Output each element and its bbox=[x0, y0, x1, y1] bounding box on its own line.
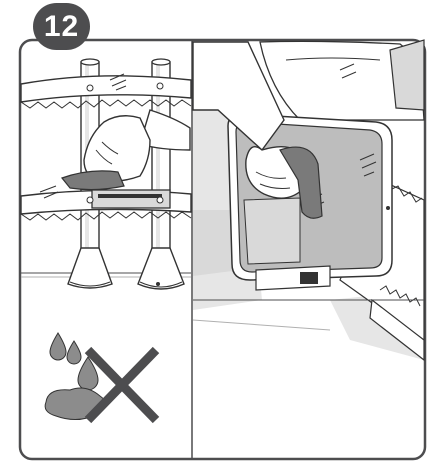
cover-panel bbox=[243, 197, 301, 265]
cloth-icon bbox=[279, 146, 323, 219]
left-panel bbox=[20, 58, 192, 424]
step-number-badge: 12 bbox=[33, 3, 90, 50]
cloth-icon bbox=[61, 170, 125, 191]
no-liquid-cross-icon bbox=[44, 332, 160, 424]
hand-with-cloth-right bbox=[192, 41, 323, 219]
lower-rail bbox=[20, 185, 192, 221]
seat-unit bbox=[259, 39, 425, 121]
hand-with-cloth-left bbox=[61, 109, 191, 191]
right-panel bbox=[192, 39, 425, 362]
drop-icon bbox=[49, 332, 67, 361]
drop-icon bbox=[66, 340, 82, 365]
upper-rail bbox=[20, 73, 192, 109]
